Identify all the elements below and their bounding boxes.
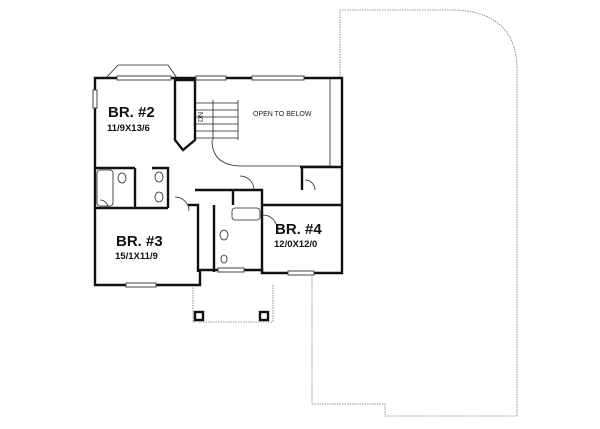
room-dim-br4: 12/0X12/0 [274, 239, 317, 250]
room-name-br2: BR. #2 [108, 104, 155, 121]
room-name-br3: BR. #3 [116, 233, 163, 250]
open-to-below-label: OPEN TO BELOW [253, 111, 312, 118]
stairs [195, 78, 331, 167]
stair-label: DN [198, 112, 205, 122]
room-name-br4: BR. #4 [275, 221, 322, 238]
windows [92, 75, 315, 288]
roof-outline [311, 9, 518, 417]
porch [192, 285, 274, 323]
interior-walls [95, 78, 342, 272]
room-dim-br2: 11/9X13/6 [107, 123, 150, 134]
fixtures [96, 169, 316, 264]
room-dim-br3: 15/1X11/9 [115, 251, 158, 262]
bay-window [105, 64, 178, 79]
